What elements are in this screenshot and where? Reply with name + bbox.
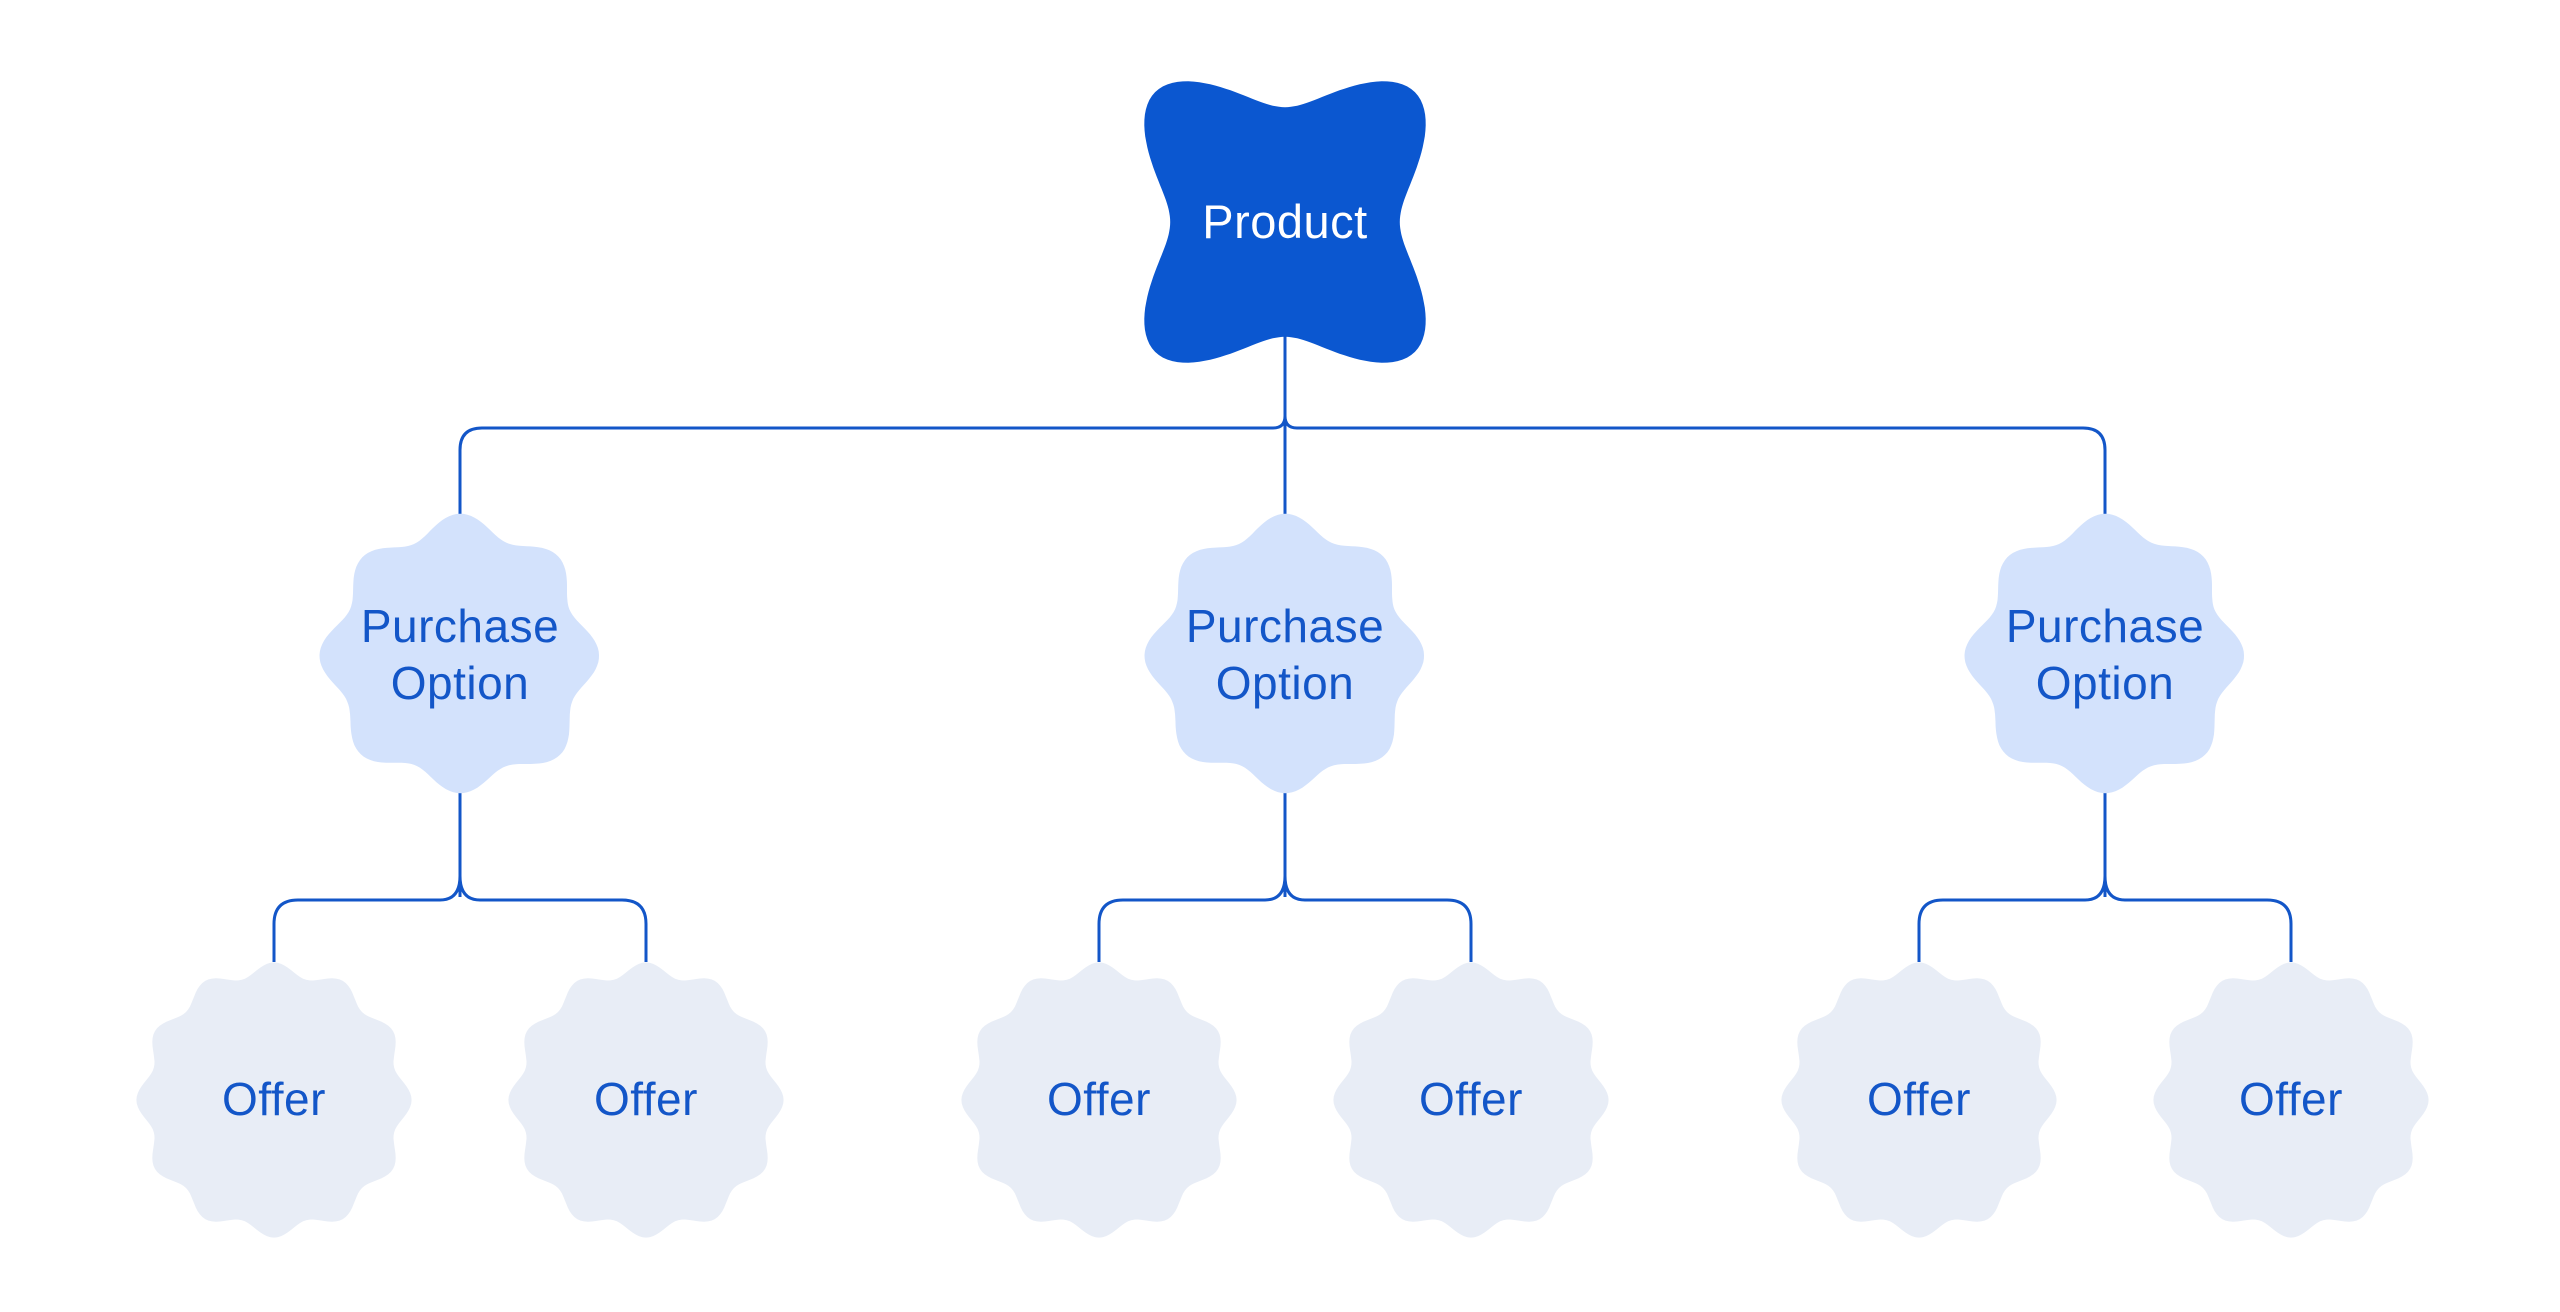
purchase-option-blob-shape: [319, 513, 599, 794]
offer-label: Offer: [1047, 1073, 1151, 1126]
offer-label: Offer: [1419, 1073, 1523, 1126]
purchase-option-node-2: Purchase Option: [1135, 505, 1435, 805]
purchase-option-label: Purchase Option: [360, 599, 560, 710]
offer-blob-shape: [508, 962, 784, 1238]
product-node: Product: [1135, 72, 1435, 372]
offer-blob-shape: [136, 962, 412, 1238]
purchase-option-label: Purchase Option: [2005, 599, 2205, 710]
product-label: Product: [1202, 194, 1368, 248]
offer-node-6: Offer: [2141, 950, 2441, 1250]
offer-node-5: Offer: [1769, 950, 2069, 1250]
offer-label: Offer: [2239, 1073, 2343, 1126]
offer-node-1: Offer: [124, 950, 424, 1250]
offer-blob-shape: [1781, 962, 2057, 1238]
offer-node-2: Offer: [496, 950, 796, 1250]
purchase-option-label: Purchase Option: [1185, 599, 1385, 710]
purchase-option-node-1: Purchase Option: [310, 505, 610, 805]
purchase-option-blob-shape: [1144, 513, 1424, 794]
offer-node-3: Offer: [949, 950, 1249, 1250]
offer-label: Offer: [594, 1073, 698, 1126]
offer-node-4: Offer: [1321, 950, 1621, 1250]
offer-label: Offer: [1867, 1073, 1971, 1126]
purchase-option-blob-shape: [1964, 513, 2244, 794]
purchase-option-node-3: Purchase Option: [1955, 505, 2255, 805]
offer-blob-shape: [1333, 962, 1609, 1238]
offer-blob-shape: [961, 962, 1237, 1238]
offer-label: Offer: [222, 1073, 326, 1126]
offer-blob-shape: [2153, 962, 2429, 1238]
product-blob-shape: [1144, 81, 1426, 363]
